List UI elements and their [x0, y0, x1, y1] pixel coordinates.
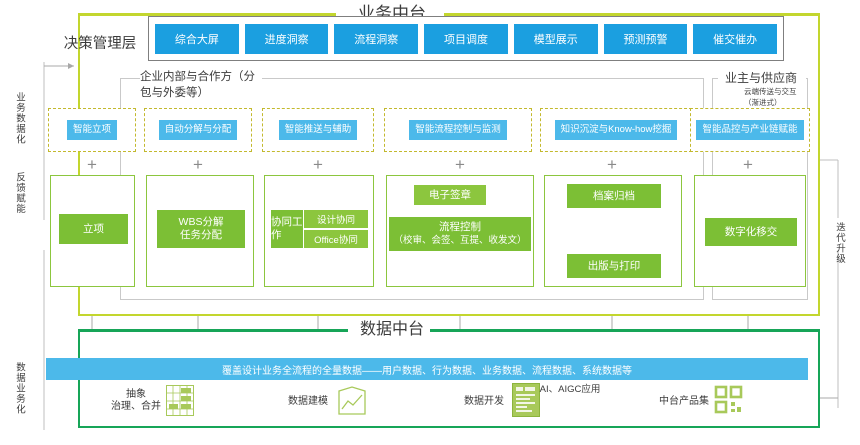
plus-icon-4: + [607, 155, 617, 174]
decision-layer-box: 综合大屏 进度洞察 流程洞察 项目调度 模型展示 预测预警 催交催办 [148, 16, 784, 61]
stage-cell-1: 立项 [50, 175, 135, 287]
stage-chip-wbs-line1: WBS分解 [178, 216, 224, 228]
capability-chip-3: 智能流程控制与监测 [409, 120, 507, 140]
capability-chip-5: 智能品控与产业链赋能 [696, 120, 804, 140]
data-platform-title: 数据中台 [359, 321, 424, 338]
decision-layer-label: 决策管理层 [63, 35, 137, 52]
stage-chip-archive[interactable]: 档案归档 [567, 184, 661, 208]
stage-cell-3: 协同工作 设计协同 Office协同 [264, 175, 374, 287]
stage-chip-wbs[interactable]: WBS分解 任务分配 [157, 210, 245, 248]
stage-chip-esign[interactable]: 电子签章 [414, 185, 486, 205]
flow-label-3-line1: 中台产品集 [659, 396, 709, 407]
plus-icon-2: + [313, 155, 323, 174]
side-label-left-mid: 反馈赋能 [14, 172, 25, 214]
stage-chip-design-collab[interactable]: 设计协同 [304, 210, 368, 229]
data-platform-rule-right [430, 329, 820, 332]
capability-cell-2[interactable]: 智能推送与辅助 [262, 108, 374, 152]
business-platform-rule-right [444, 13, 820, 16]
stage-chip-collab-left[interactable]: 协同工作 [271, 210, 303, 248]
stage-chip-digital-handover[interactable]: 数字化移交 [705, 218, 797, 246]
plus-icon-1: + [193, 155, 203, 174]
flow-label-0: 抽象 治理、合并 [104, 389, 168, 412]
decision-chip-0[interactable]: 综合大屏 [155, 23, 239, 54]
plus-icon-5: + [743, 155, 753, 174]
capability-chip-1: 自动分解与分配 [158, 120, 238, 140]
plus-icon-0: + [87, 155, 97, 174]
stage-cell-6: 数字化移交 [694, 175, 806, 287]
decision-chip-6[interactable]: 催交催办 [693, 23, 778, 54]
stage-chip-publish-print[interactable]: 出版与打印 [567, 254, 661, 278]
flow-label-2: 数据开发 [456, 396, 512, 408]
cloud-transfer-note: 云端传送与交互（渐进式） [744, 87, 797, 107]
stage-chip-wbs-line2: 任务分配 [180, 229, 222, 241]
capability-cell-1[interactable]: 自动分解与分配 [144, 108, 252, 152]
enterprise-rule-right [262, 78, 704, 79]
stage-chip-office-collab[interactable]: Office协同 [304, 229, 368, 248]
data-platform-banner: 覆盖设计业务全流程的全量数据——用户数据、行为数据、业务数据、流程数据、系统数据… [46, 358, 808, 380]
enterprise-rule-left [120, 78, 140, 79]
stage-cell-2: WBS分解 任务分配 [146, 175, 254, 287]
decision-chip-4[interactable]: 模型展示 [513, 23, 598, 54]
flow-label-1: 数据建模 [278, 396, 338, 408]
owner-group-title: 业主与供应商 [724, 70, 797, 85]
ai-aigc-label: AI、AIGC应用 [539, 384, 601, 395]
decision-chip-5[interactable]: 预测预警 [603, 23, 688, 54]
flow-label-0-line2: 治理、合并 [111, 400, 161, 412]
owner-rule-right [806, 78, 808, 79]
business-platform-rule-left [78, 13, 336, 16]
process-control-line2: （校审、会签、互提、收发文） [393, 235, 527, 246]
capability-cell-5[interactable]: 智能品控与产业链赋能 [690, 108, 810, 152]
owner-rule-left [712, 78, 718, 79]
capability-chip-0: 智能立项 [66, 120, 117, 140]
decision-chip-1[interactable]: 进度洞察 [244, 23, 329, 54]
flow-label-1-line1: 数据建模 [288, 396, 328, 407]
capability-cell-4[interactable]: 知识沉淀与Know-how挖掘 [540, 108, 692, 152]
side-label-left-bottom: 数据业务化 [14, 362, 25, 415]
enterprise-group-title: 企业内部与合作方（分包与外委等） [140, 71, 255, 99]
decision-chip-2[interactable]: 流程洞察 [334, 23, 419, 54]
stage-cell-4: 电子签章 流程控制 （校审、会签、互提、收发文） [386, 175, 534, 287]
collab-left-line1: 协同工作 [271, 216, 303, 241]
stage-chip-process-control[interactable]: 流程控制 （校审、会签、互提、收发文） [389, 217, 531, 251]
side-label-left-top: 业务数据化 [14, 92, 25, 145]
capability-cell-0[interactable]: 智能立项 [48, 108, 136, 152]
flow-label-0-line1: 抽象 [126, 389, 146, 400]
flow-label-3: 中台产品集 [650, 396, 718, 408]
data-platform-rule-left [78, 329, 348, 332]
decision-chip-3[interactable]: 项目调度 [424, 23, 508, 54]
capability-chip-2: 智能推送与辅助 [278, 120, 358, 140]
flow-label-2-line1: 数据开发 [464, 396, 504, 407]
capability-cell-3[interactable]: 智能流程控制与监测 [384, 108, 532, 152]
process-control-line1: 流程控制 [439, 221, 481, 233]
plus-icon-3: + [455, 155, 465, 174]
stage-chip-liXiang[interactable]: 立项 [59, 214, 128, 244]
capability-chip-4: 知识沉淀与Know-how挖掘 [554, 120, 678, 140]
side-label-right: 迭代升级 [834, 222, 845, 264]
stage-cell-5: 档案归档 出版与打印 [544, 175, 682, 287]
